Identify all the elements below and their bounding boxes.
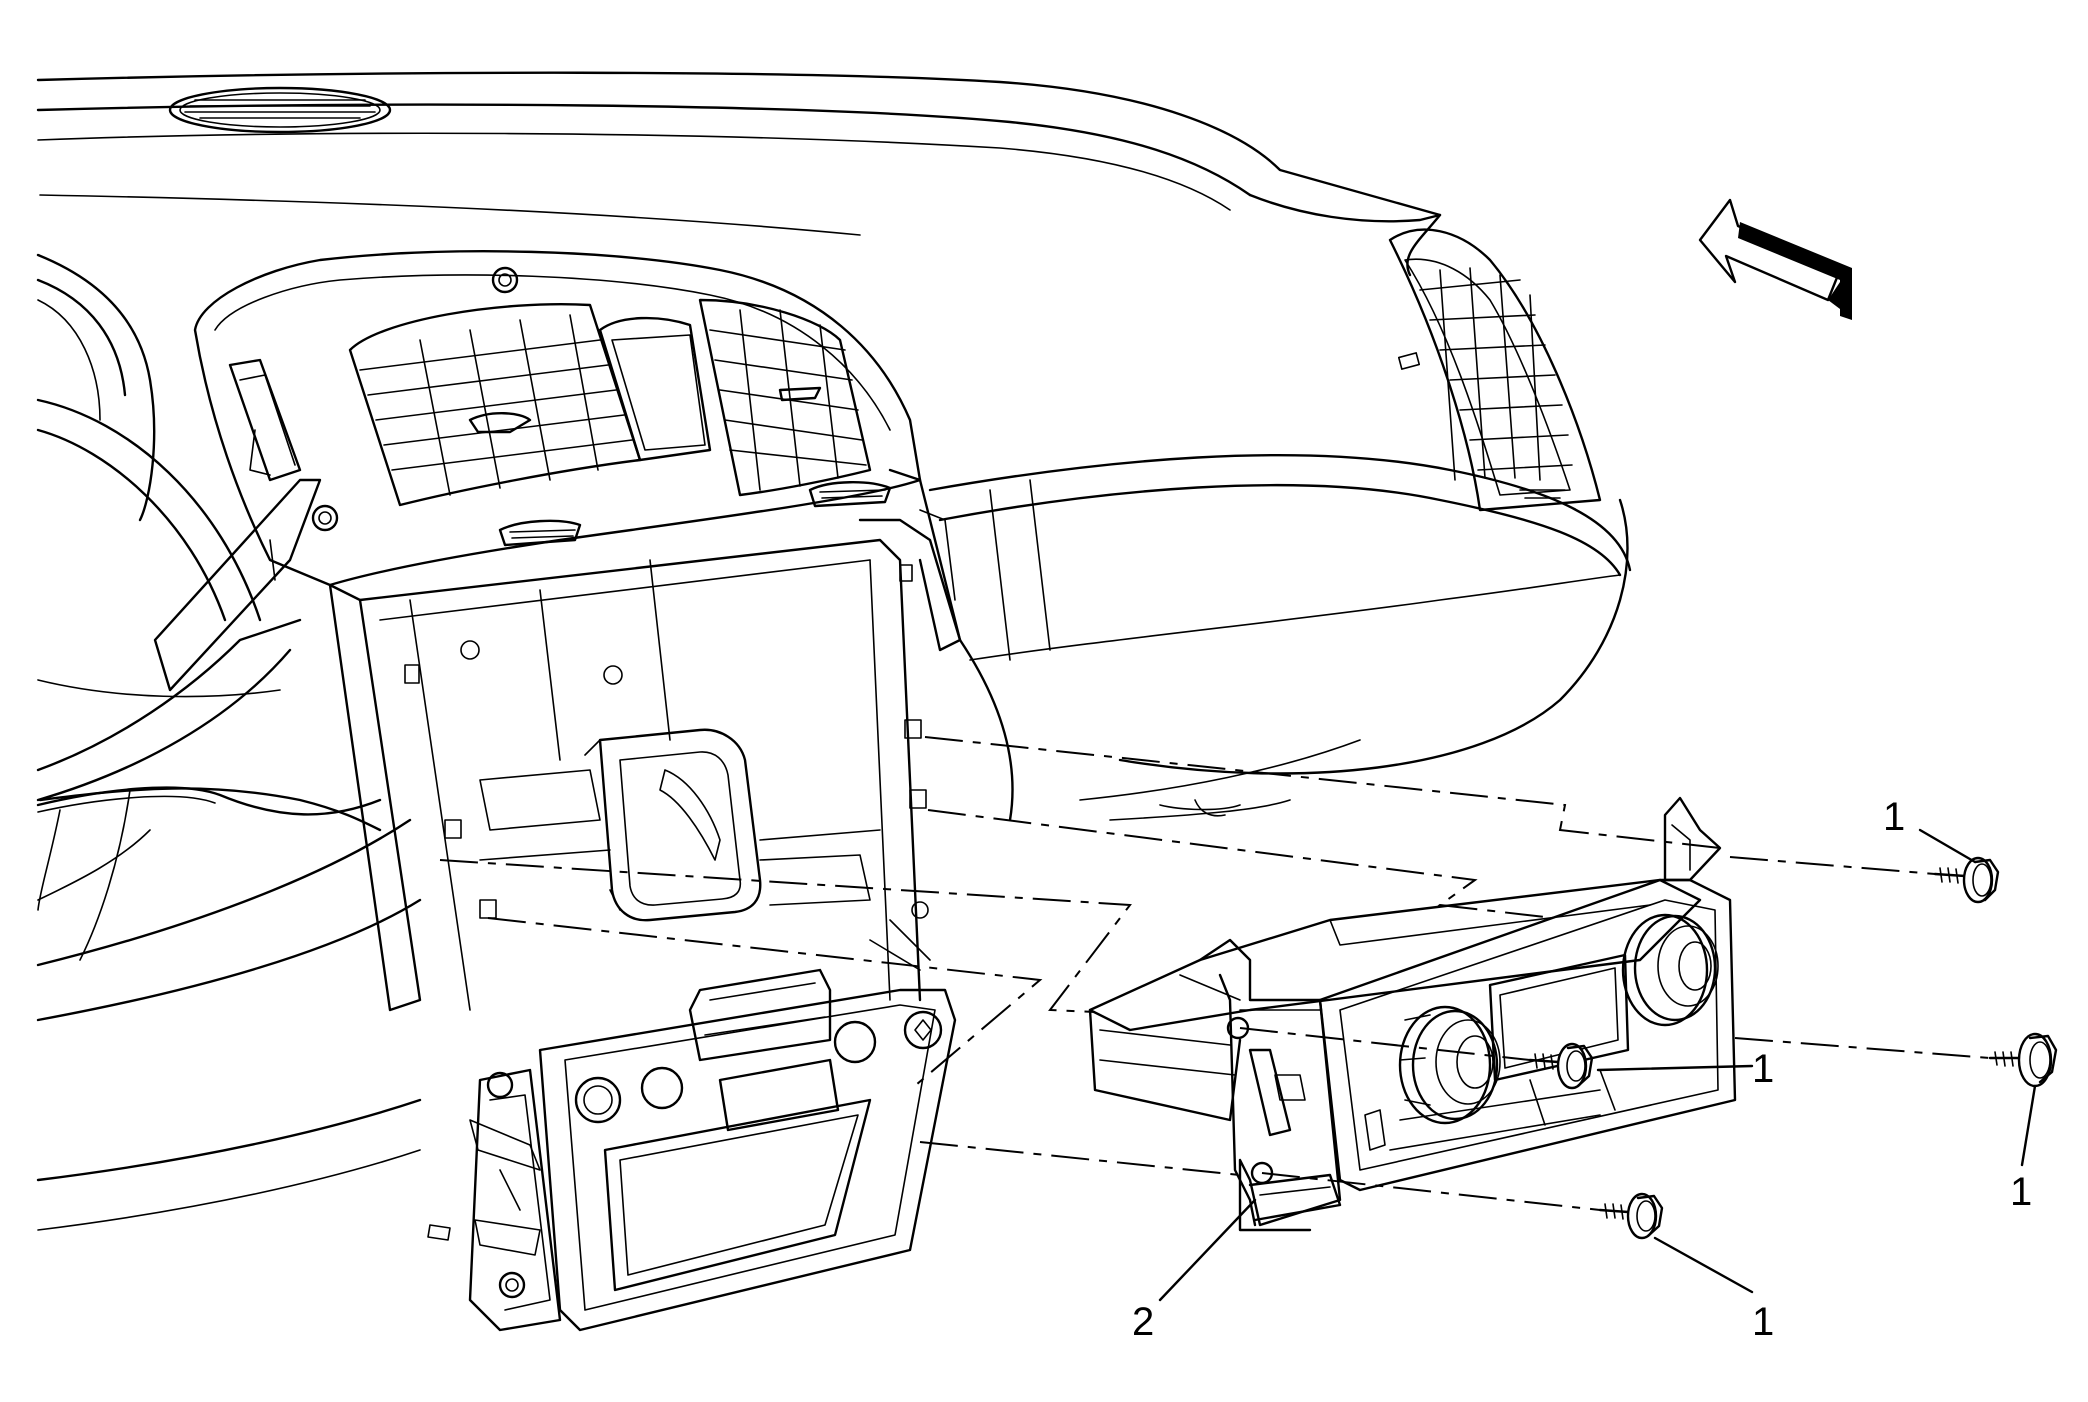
- fastener-upper-right: [1933, 856, 2000, 904]
- lower-center-faceplate: [427, 968, 957, 1332]
- hvac-control-module: [1088, 796, 1737, 1232]
- callout-fastener-right: 1: [2010, 1170, 2032, 1214]
- right-outboard-air-vent: [1388, 228, 1602, 512]
- alignment-lines: [439, 736, 1991, 1211]
- glove-box-area: [928, 352, 1632, 822]
- callout-fastener-center: 1: [1752, 1047, 1774, 1091]
- left-instrument-cluster-area: [36, 253, 422, 1231]
- center-air-vent-bezel: [193, 250, 922, 587]
- callout-fastener-lower: 1: [1752, 1300, 1774, 1344]
- fastener-right: [1988, 1032, 2058, 1088]
- instrument-panel-upper-pad: [36, 71, 1442, 277]
- callout-hvac-control-module: 2: [1132, 1300, 1154, 1344]
- callout-labels: 1 1 1 1 2: [1132, 795, 2032, 1344]
- callout-fastener-upper-right: 1: [1883, 795, 1905, 839]
- fastener-lower: [1598, 1192, 1664, 1240]
- fastener-center: [1528, 1042, 1594, 1090]
- leader-lines: [1158, 828, 2037, 1302]
- speaker-grille-pattern: [184, 99, 376, 119]
- wire-harness: [36, 786, 382, 816]
- front-of-vehicle-arrow: [1698, 198, 1852, 320]
- center-stack-opening-frame: [328, 468, 962, 1012]
